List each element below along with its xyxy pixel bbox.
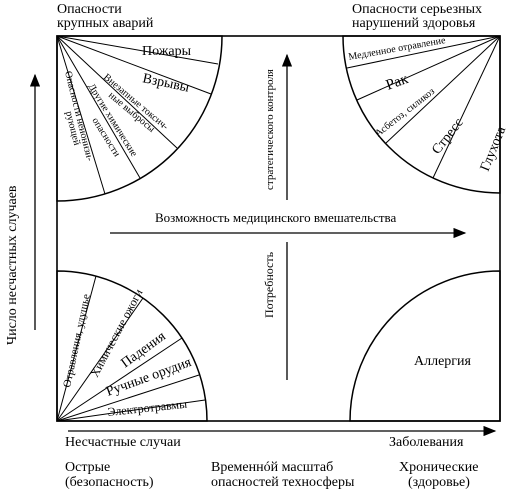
sector-label-explosions: Взрывы [141,71,191,96]
sector-label-cancer: Рак [384,71,411,94]
strategic-control-label: стратегического контроля [264,69,276,190]
left-axis-label: Число несчастных случаев [5,185,20,345]
acute-label-line2: (безопасность) [65,475,154,490]
sector-label-hand-tools: Ручные орудия [104,355,194,400]
top-left-title-line2: крупных аварий [57,16,154,31]
sector-label-fires: Пожары [142,44,192,59]
sector-label-asbestosis: Асбетоз, силикоз [373,86,437,139]
sector-label-stress: Стресс [429,116,466,158]
need-label: Потребность [262,251,276,318]
accidents-label: Несчастные случаи [65,435,181,450]
acute-label-line1: Острые [65,460,111,475]
chronic-label-line2: (здоровье) [408,475,470,490]
allergy-label: Аллергия [414,354,472,369]
bottom-left-sector-group [56,270,208,422]
top-right-title-line2: нарушений здоровья [352,16,476,31]
main-frame [56,35,501,422]
time-scale-label-line1: Временнóй масштаб [211,460,334,475]
sector-label-slow-poisoning: Медленное отравление [348,35,447,63]
chronic-label-line1: Хронические [399,460,479,475]
allergy-sector [349,270,501,422]
top-right-sector-group [342,35,501,194]
sector-label-chemical-burns: Химические ожоги [87,286,146,379]
top-right-title-line1: Опасности серьезных [352,2,482,17]
sector-label-electrotrauma: Электротравмы [107,397,188,419]
sector-label-deafness: Глухота [478,124,510,174]
time-scale-label-line2: опасностей техносферы [211,475,355,490]
medical-intervention-label: Возможность медицинского вмешательства [155,210,397,225]
top-left-title-line1: Опасности [57,2,122,17]
diseases-label: Заболевания [389,435,464,450]
top-left-sector-group [56,35,223,202]
